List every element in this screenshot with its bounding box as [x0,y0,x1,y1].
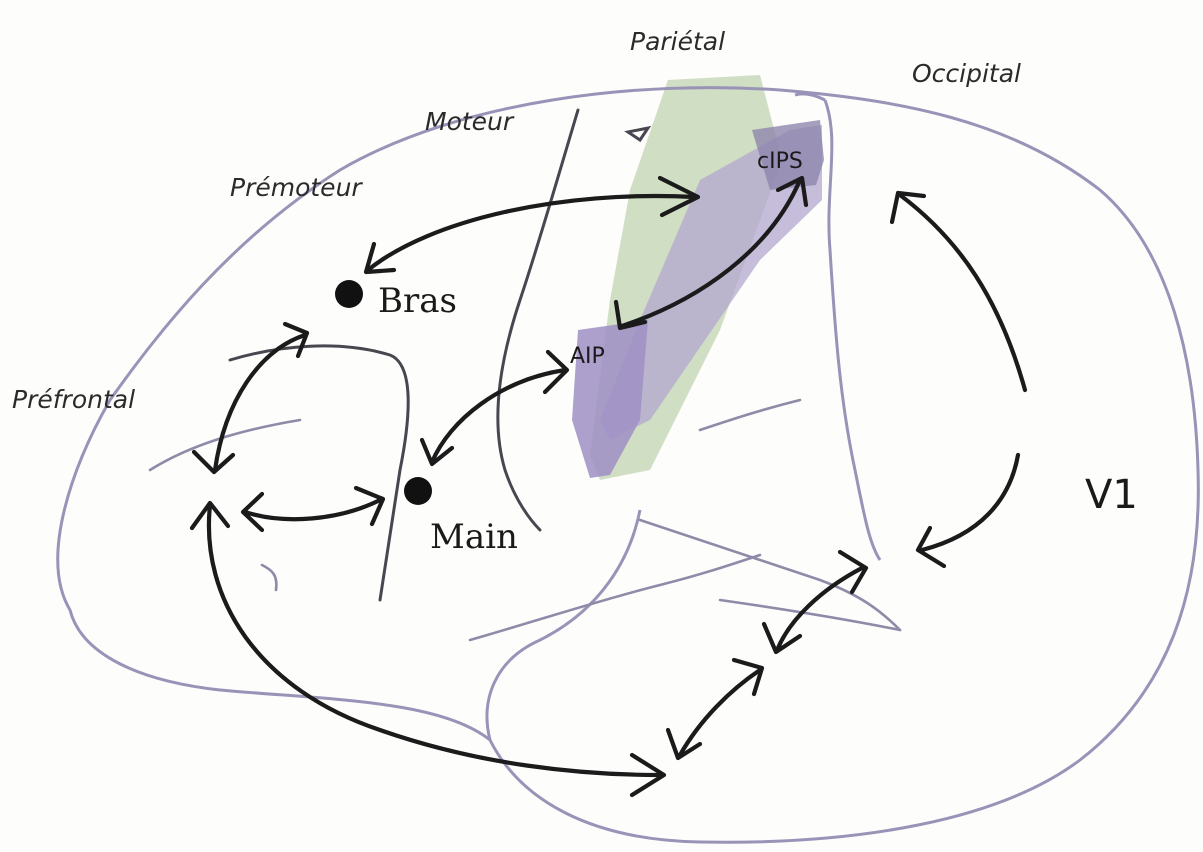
lateral-sulcus [470,555,760,640]
bras-dot [335,280,363,308]
site-label-bras: Bras [378,281,457,321]
pathway-prefrontal-main [243,488,383,530]
sulcus-mark [628,128,648,140]
arcuate-sulcus [230,346,408,600]
main-dot [404,477,432,505]
central-sulcus [498,110,578,530]
posterior-sulcus [700,400,800,430]
region-label-prefrontal: Préfrontal [12,385,135,414]
region-label-parietal: Pariétal [630,27,725,56]
region-label-premoteur: Prémoteur [230,173,363,202]
area-label-aip: AIP [570,344,605,369]
region-label-moteur: Moteur [425,107,515,136]
area-label-cips: cIPS [757,149,803,174]
pathway-prefrontal-temporal [192,503,664,795]
region-label-occipital: Occipital [912,59,1021,88]
pathway-aip-main [422,352,567,464]
pathway-bras-prefrontal [194,324,307,472]
lunate-sulcus [825,100,880,560]
site-label-main: Main [430,517,518,557]
orbital-sulcus [262,565,276,590]
area-label-v1: V1 [1085,472,1138,518]
pathway-v1-upper [892,193,1025,390]
pathway-temporal-chain-1 [668,660,762,758]
pathway-v1-lower [918,455,1018,566]
